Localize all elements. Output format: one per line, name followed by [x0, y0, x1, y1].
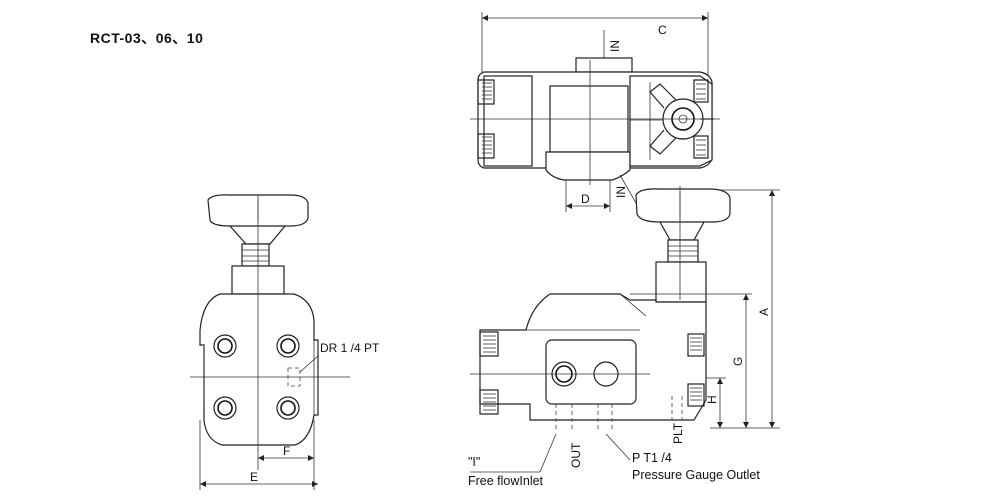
dim-h-label: H [705, 395, 719, 404]
pt-port-label: P T1 /4 [632, 451, 672, 465]
dim-c-label: C [658, 23, 667, 37]
in-top-label: IN [608, 40, 622, 52]
side-view: A G H OUT PLT "I" Free flowInlet P T1 /4… [468, 186, 780, 488]
dim-e-label: E [250, 470, 258, 484]
top-view: C IN [470, 12, 720, 212]
pressure-gauge-outlet-label: Pressure Gauge Outlet [632, 468, 760, 482]
out-port-label: OUT [569, 442, 583, 468]
dim-f-label: F [283, 444, 290, 458]
bolt-group [213, 334, 300, 420]
dim-a-label: A [757, 308, 771, 316]
in-bottom-label: IN [614, 186, 628, 198]
front-view: DR 1 /4 PT F E [190, 194, 380, 490]
dr-port-label: DR 1 /4 PT [320, 341, 380, 355]
plt-port-label: PLT [671, 422, 685, 444]
dim-g-label: G [731, 357, 745, 366]
drawing-title: RCT-03、06、10 [90, 30, 203, 46]
free-flow-inlet-label: Free flowInlet [468, 474, 544, 488]
dim-d-label: D [581, 192, 590, 206]
i-mark-label: "I" [468, 455, 480, 469]
